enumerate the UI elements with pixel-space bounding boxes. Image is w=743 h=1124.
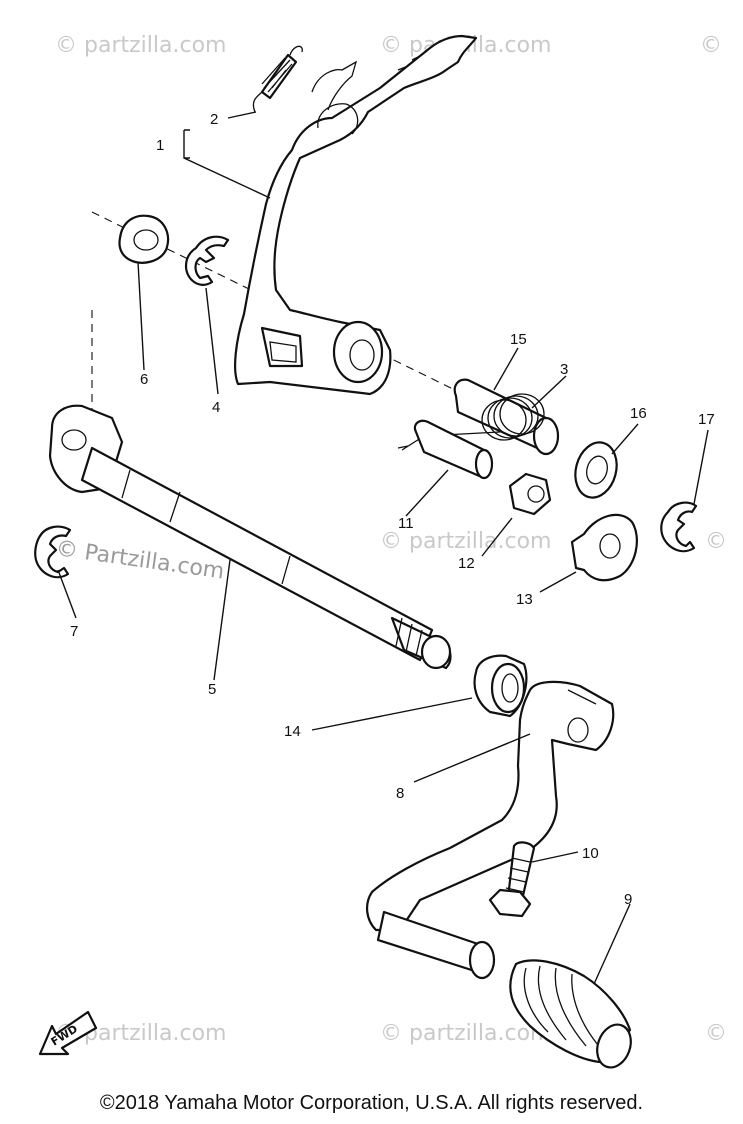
callout-14: 14 <box>284 723 301 740</box>
watermark: © <box>700 33 722 58</box>
callout-2: 2 <box>210 111 218 128</box>
callout-8: 8 <box>396 785 404 802</box>
leader-lines <box>57 111 709 985</box>
callout-6: 6 <box>140 371 148 388</box>
pedal-rubber-part <box>509 959 632 1069</box>
shift-arm-part <box>234 34 478 396</box>
callout-1: 1 <box>156 137 164 154</box>
watermark: © <box>705 1021 727 1046</box>
shift-shaft-part <box>48 404 452 670</box>
collar-part <box>118 214 170 264</box>
callout-15: 15 <box>510 331 527 348</box>
bushing-part <box>473 654 528 718</box>
callout-4: 4 <box>212 399 220 416</box>
callout-9: 9 <box>624 891 632 908</box>
watermark: © partzilla.com <box>380 1021 551 1046</box>
callout-10: 10 <box>582 845 599 862</box>
callout-5: 5 <box>208 681 216 698</box>
spring-part <box>252 45 303 113</box>
nut-part <box>508 472 552 516</box>
pin-part <box>453 378 560 456</box>
callout-17: 17 <box>698 411 715 428</box>
callout-7: 7 <box>70 623 78 640</box>
stopper-plate-part <box>570 513 638 582</box>
washer-part <box>574 441 618 499</box>
circlip-part <box>34 525 72 579</box>
fwd-arrow-icon: FWD <box>38 1010 98 1056</box>
callout-11: 11 <box>398 515 414 532</box>
callout-labels: 1 2 3 4 5 6 7 8 9 10 11 12 13 14 15 16 1… <box>70 111 715 908</box>
callout-16: 16 <box>630 405 647 422</box>
roller-pin-part <box>413 419 494 480</box>
callout-12: 12 <box>458 555 475 572</box>
watermark: © partzilla.com <box>55 33 226 58</box>
watermark: © partzilla.com <box>380 529 551 554</box>
shift-pedal-part <box>366 680 615 980</box>
e-clip-part <box>184 235 230 286</box>
watermark: © <box>705 529 727 554</box>
bolt-part <box>488 841 536 918</box>
copyright-notice: ©2018 Yamaha Motor Corporation, U.S.A. A… <box>99 1092 644 1114</box>
circlip-small-part <box>660 501 698 553</box>
callout-13: 13 <box>516 591 533 608</box>
callout-3: 3 <box>560 361 568 378</box>
